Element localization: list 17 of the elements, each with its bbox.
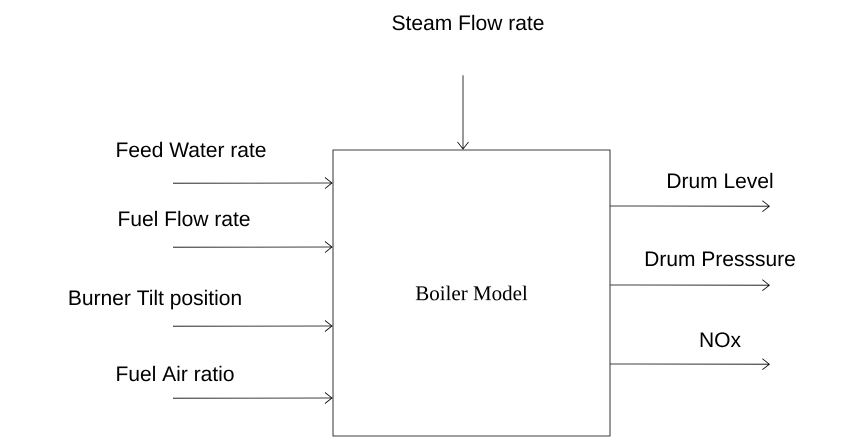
arrow [172, 392, 333, 404]
process-box: Boiler Model [332, 150, 610, 436]
signal-label: Drum Presssure [646, 252, 795, 266]
arrow [172, 241, 333, 253]
arrow [610, 200, 770, 212]
signal-label: Fuel Flow rate [119, 210, 250, 226]
signal-label: Feed Water rate [117, 142, 266, 158]
arrow [610, 358, 770, 370]
signal-label: Drum Level [668, 172, 772, 188]
signal-label: Burner Tilt position [70, 290, 241, 310]
signal-label: Fuel Air ratio [117, 366, 234, 382]
arrow [610, 279, 770, 292]
arrow [172, 320, 333, 332]
arrow [172, 177, 333, 189]
signal-label: NOx [700, 332, 741, 348]
signal-label: Steam Flow rate [392, 14, 544, 30]
arrow [457, 74, 469, 150]
